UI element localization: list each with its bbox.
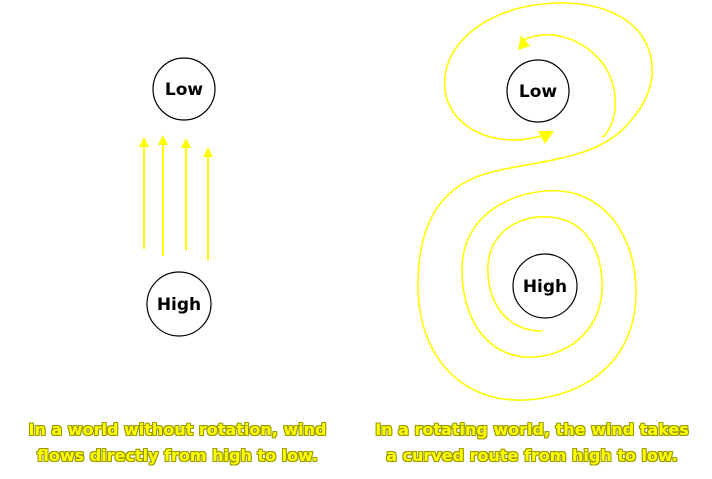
left-caption-line-1: In a world without rotation, wind bbox=[28, 420, 327, 439]
low-pressure-circle bbox=[152, 57, 216, 121]
curved-path-arrowhead-lower bbox=[538, 131, 554, 144]
high-pressure-label: High bbox=[523, 277, 567, 297]
high-pressure-circle bbox=[512, 253, 578, 319]
left-panel: Low High bbox=[139, 57, 216, 337]
right-high-pressure: High bbox=[512, 253, 578, 319]
low-pressure-label: Low bbox=[519, 82, 558, 102]
right-low-pressure: Low bbox=[506, 59, 570, 123]
low-pressure-label: Low bbox=[165, 80, 204, 100]
right-caption-line-1: In a rotating world, the wind takes bbox=[375, 420, 689, 439]
right-caption: In a rotating world, the wind takes a cu… bbox=[362, 417, 702, 469]
curved-wind-path-inner-top bbox=[523, 34, 617, 138]
high-pressure-circle bbox=[146, 271, 212, 337]
left-caption-line-2: flows directly from high to low. bbox=[37, 446, 318, 465]
left-straight-arrows bbox=[139, 135, 213, 260]
left-low-pressure: Low bbox=[152, 57, 216, 121]
low-pressure-circle bbox=[506, 59, 570, 123]
high-pressure-label: High bbox=[157, 295, 201, 315]
left-caption: In a world without rotation, wind flows … bbox=[10, 417, 345, 469]
right-caption-line-2: a curved route from high to low. bbox=[386, 446, 678, 465]
curved-wind-path bbox=[417, 2, 654, 401]
right-panel: Low High bbox=[417, 2, 654, 401]
left-high-pressure: High bbox=[146, 271, 212, 337]
curved-path-arrowhead-upper bbox=[518, 35, 530, 50]
